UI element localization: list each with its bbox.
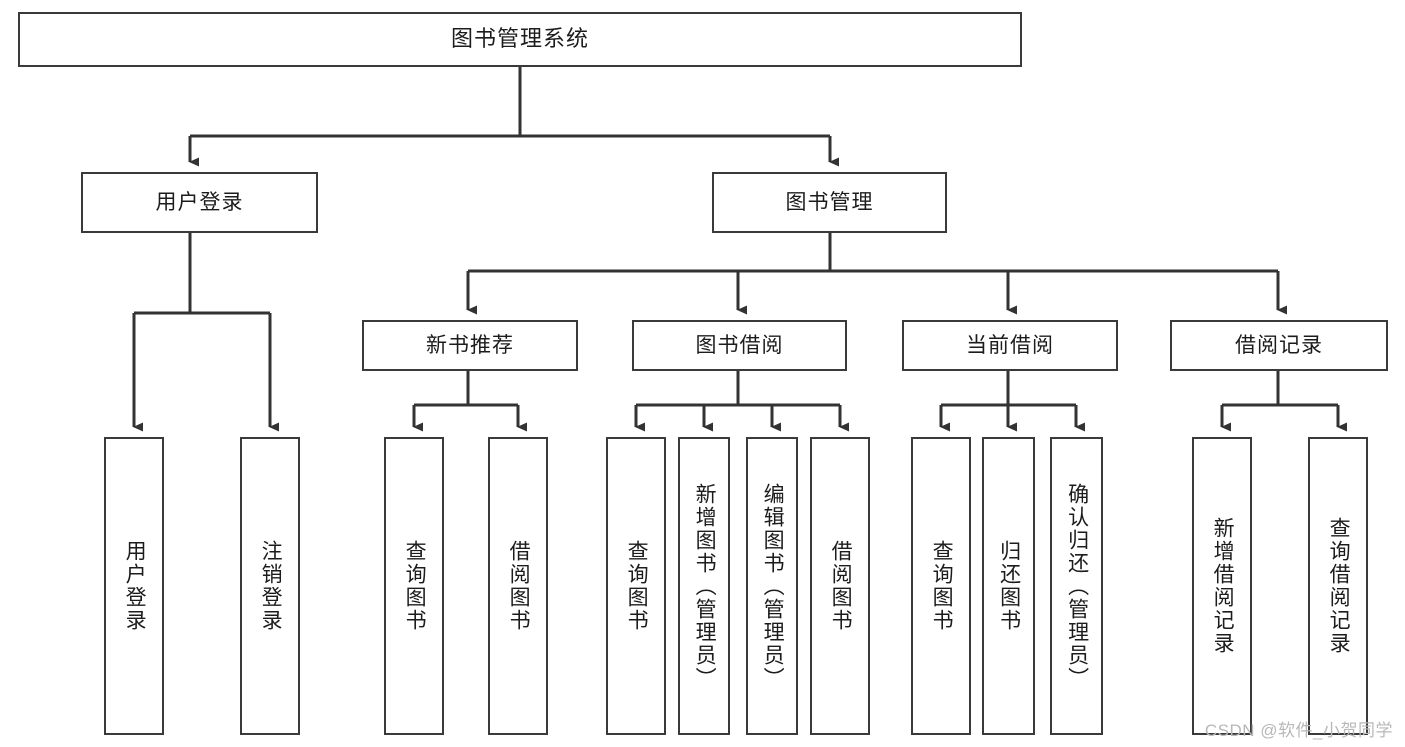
node-label: 借阅图书	[829, 540, 853, 632]
node-label: 用户登录	[123, 540, 147, 632]
node-book-management[interactable]: 图书管理	[712, 172, 947, 233]
node-label: 新增借阅记录	[1211, 517, 1235, 655]
leaf-user-login-signin[interactable]: 用户登录	[104, 437, 164, 735]
csdn-watermark: CSDN @软件_小贺同学	[1204, 721, 1393, 740]
node-label: 新书推荐	[426, 333, 514, 357]
node-label: 用户登录	[155, 190, 244, 214]
node-label: 图书管理	[785, 190, 874, 214]
node-label: 借阅图书	[507, 540, 531, 632]
node-label: 图书借阅	[695, 333, 784, 357]
node-label: 注销登录	[259, 540, 283, 632]
leaf-current-borrow-query-book[interactable]: 查询图书	[911, 437, 971, 735]
node-label: 当前借阅	[966, 333, 1054, 357]
leaf-book-borrow-add-book-admin[interactable]: 新增图书（管理员）	[678, 437, 730, 735]
leaf-book-borrow-query-book[interactable]: 查询图书	[606, 437, 666, 735]
leaf-record-add-borrow-record[interactable]: 新增借阅记录	[1192, 437, 1252, 735]
node-label: 新增图书（管理员）	[693, 482, 717, 690]
node-label: 确认归还（管理员）	[1065, 482, 1089, 690]
node-new-book-recommendation[interactable]: 新书推荐	[362, 320, 578, 371]
node-label: 查询图书	[625, 540, 649, 632]
leaf-record-query-borrow-record[interactable]: 查询借阅记录	[1308, 437, 1368, 735]
leaf-current-borrow-return-book[interactable]: 归还图书	[982, 437, 1035, 735]
node-current-borrowing[interactable]: 当前借阅	[902, 320, 1118, 371]
leaf-book-borrow-edit-book-admin[interactable]: 编辑图书（管理员）	[746, 437, 798, 735]
leaf-new-book-borrow-book[interactable]: 借阅图书	[488, 437, 548, 735]
node-label: 借阅记录	[1235, 333, 1323, 357]
node-book-borrowing[interactable]: 图书借阅	[632, 320, 847, 371]
leaf-current-borrow-confirm-return-admin[interactable]: 确认归还（管理员）	[1050, 437, 1103, 735]
node-label: 图书管理系统	[450, 26, 589, 52]
node-label: 编辑图书（管理员）	[761, 482, 785, 690]
leaf-new-book-query-book[interactable]: 查询图书	[384, 437, 444, 735]
node-borrowing-records[interactable]: 借阅记录	[1170, 320, 1388, 371]
node-user-login[interactable]: 用户登录	[81, 172, 318, 233]
node-label: 查询图书	[930, 540, 954, 632]
node-label: 查询借阅记录	[1327, 517, 1351, 655]
leaf-user-login-signout[interactable]: 注销登录	[240, 437, 300, 735]
leaf-book-borrow-borrow-book[interactable]: 借阅图书	[810, 437, 870, 735]
node-root-library-system[interactable]: 图书管理系统	[18, 12, 1022, 67]
node-label: 查询图书	[403, 540, 427, 632]
node-label: 归还图书	[997, 540, 1021, 632]
